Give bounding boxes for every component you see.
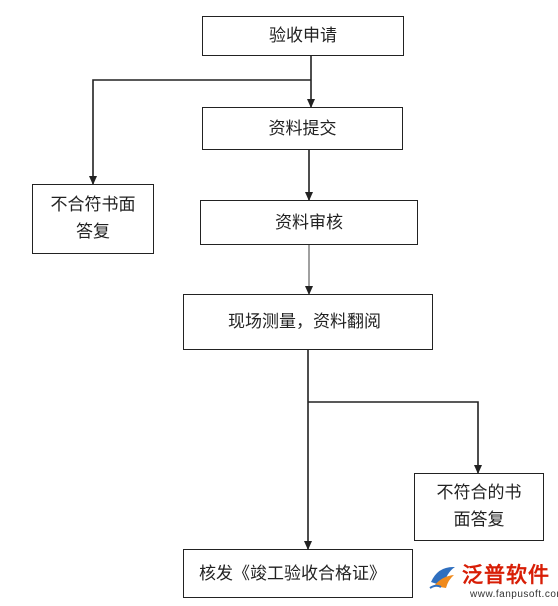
logo-name: 泛普软件 (462, 563, 550, 587)
node-acceptance-application: 验收申请 (202, 16, 404, 56)
node-site-survey-label: 现场测量，资料翻阅 (228, 312, 381, 332)
node-issue-certificate-label: 核发《竣工验收合格证》 (199, 563, 386, 584)
node-nonconforming-reply-left: 不合符书面 答复 (32, 184, 154, 254)
arrow-survey-to-right-reply (308, 401, 482, 474)
arrow-application-to-left-reply (89, 79, 311, 185)
node-submit-materials: 资料提交 (202, 107, 403, 150)
node-material-review: 资料审核 (200, 200, 418, 245)
node-material-review-label: 资料审核 (275, 212, 343, 233)
node-acceptance-application-label: 验收申请 (269, 26, 337, 46)
node-site-survey: 现场测量，资料翻阅 (183, 294, 433, 350)
node-submit-materials-label: 资料提交 (268, 118, 337, 139)
node-nonconforming-reply-left-label: 不合符书面 答复 (50, 195, 136, 242)
logo-url: www.fanpusoft.com (470, 589, 558, 600)
node-issue-certificate: 核发《竣工验收合格证》 (183, 549, 413, 598)
node-nonconforming-reply-right-label: 不符合的书 面答复 (436, 483, 522, 530)
logo-mark-icon (429, 566, 455, 589)
node-nonconforming-reply-right: 不符合的书 面答复 (414, 473, 544, 541)
brand-logo: 泛普软件 www.fanpusoft.com (424, 556, 558, 604)
